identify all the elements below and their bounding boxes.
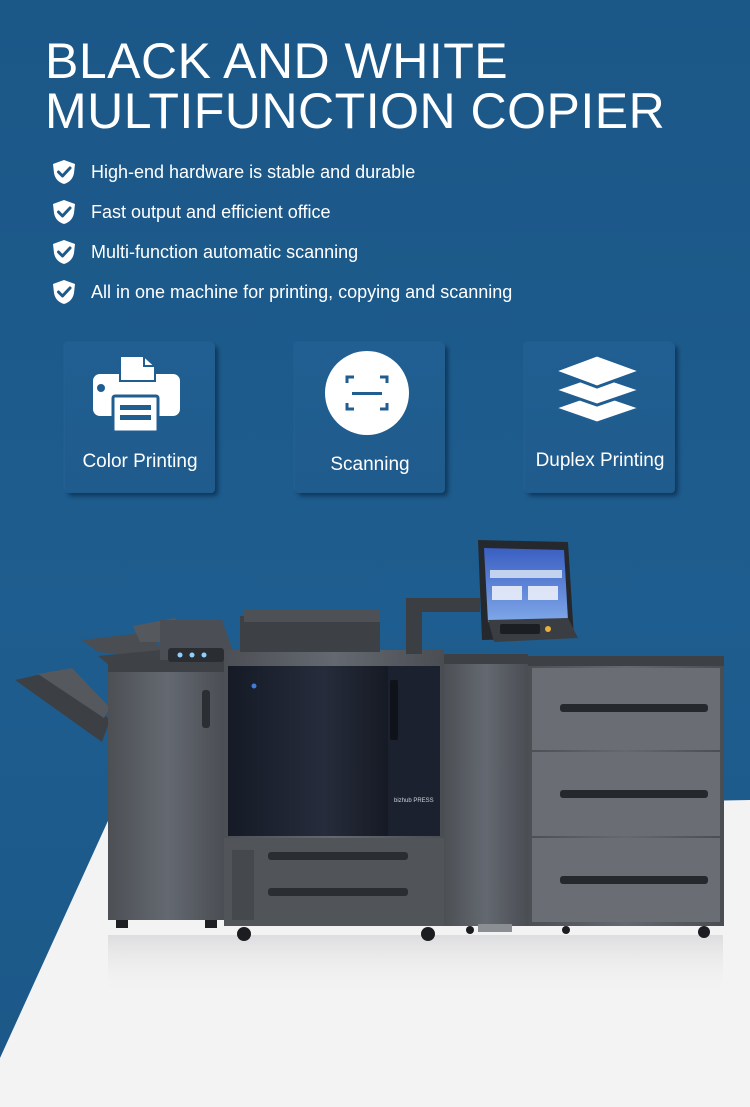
- scan-icon: [325, 351, 409, 435]
- feature-item: Multi-function automatic scanning: [50, 232, 512, 272]
- card-color-printing: Color Printing: [65, 343, 215, 493]
- feature-text: Fast output and efficient office: [91, 201, 331, 222]
- shield-check-icon: [53, 200, 75, 224]
- title-line-2: MULTIFUNCTION COPIER: [45, 83, 666, 139]
- card-label: Scanning: [330, 454, 410, 475]
- layers-icon: [549, 353, 646, 425]
- brand-label: bizhub PRESS: [394, 798, 434, 804]
- page-title: BLACK AND WHITE MULTIFUNCTION COPIER: [45, 36, 665, 136]
- card-scanning: Scanning: [295, 343, 445, 493]
- feature-text: All in one machine for printing, copying…: [91, 281, 513, 302]
- shield-check-icon: [53, 160, 75, 184]
- card-label: Color Printing: [82, 451, 198, 472]
- feature-item: All in one machine for printing, copying…: [50, 272, 512, 312]
- copier-illustration: bizhub PRESS: [15, 540, 724, 995]
- shield-check-icon: [53, 240, 75, 264]
- feature-text: Multi-function automatic scanning: [91, 241, 359, 262]
- printer-icon: [93, 355, 180, 434]
- card-duplex-printing: Duplex Printing: [525, 343, 675, 493]
- shield-check-icon: [53, 280, 75, 304]
- feature-list: High-end hardware is stable and durable …: [50, 152, 512, 312]
- feature-item: Fast output and efficient office: [50, 192, 512, 232]
- feature-text: High-end hardware is stable and durable: [91, 161, 416, 182]
- title-line-1: BLACK AND WHITE: [45, 33, 509, 89]
- card-label: Duplex Printing: [535, 450, 665, 471]
- feature-item: High-end hardware is stable and durable: [50, 152, 512, 192]
